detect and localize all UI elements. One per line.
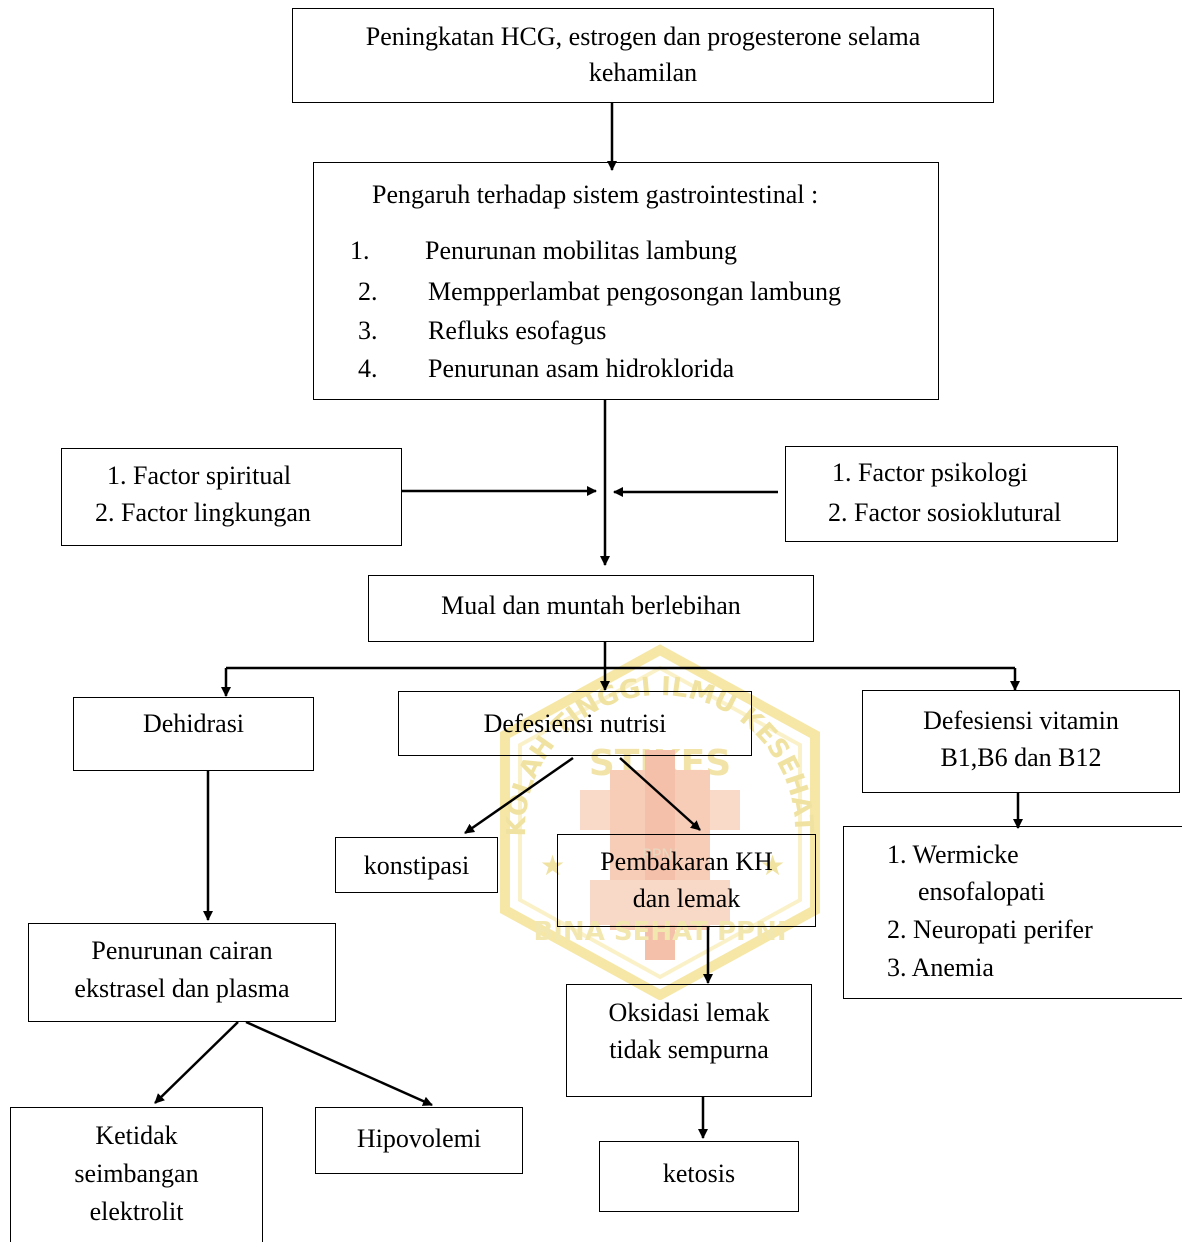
gastro-item-1-num: 1. (350, 236, 370, 265)
left-factors-box (61, 448, 402, 546)
mual-text: Mual dan muntah berlebihan (441, 591, 741, 620)
arrow-to-ketidak (154, 1021, 239, 1104)
ketosis-text: ketosis (662, 1159, 736, 1188)
hipovolemi-box (315, 1107, 523, 1174)
factor-psikologi: 1. Factor psikologi (832, 458, 1028, 487)
gastro-item-2-num: 2. (358, 277, 378, 306)
nutrisi-box (398, 691, 752, 756)
vit-effects-box (843, 826, 1182, 999)
pembakaran-line2: dan lemak (632, 884, 741, 913)
hormone-line1: Peningkatan HCG, estrogen dan progestero… (365, 22, 921, 51)
gastro-box (313, 162, 939, 400)
gastro-item-1: Penurunan mobilitas lambung (425, 236, 737, 265)
ketidak-line3: elektrolit (89, 1197, 184, 1226)
pembakaran-line1: Pembakaran KH (600, 847, 773, 876)
ketidak-box (10, 1107, 263, 1242)
vit-effect-2: 2. Neuropati perifer (887, 915, 1093, 944)
factor-sosioklutural: 2. Factor sosioklutural (828, 498, 1062, 527)
ketidak-line1: Ketidak (95, 1121, 178, 1150)
oksidasi-line1: Oksidasi lemak (608, 998, 770, 1027)
watermark-sub: PPNI (642, 845, 678, 864)
penurunan-box (28, 923, 336, 1022)
ketidak-line2: seimbangan (74, 1159, 199, 1188)
gastro-item-4: Penurunan asam hidroklorida (428, 354, 735, 383)
vitamin-line2: B1,B6 dan B12 (940, 743, 1102, 772)
right-factors-box (785, 446, 1118, 542)
ketosis-box (599, 1141, 799, 1212)
vit-effect-1a: 1. Wermicke (887, 840, 1019, 869)
nutrisi-text: Defesiensi nutrisi (483, 709, 667, 738)
vitamin-line1: Defesiensi vitamin (923, 706, 1119, 735)
vitamin-box (862, 690, 1180, 793)
arrow-to-pembakaran (619, 757, 701, 831)
hormone-line2: kehamilan (588, 58, 698, 87)
gastro-item-2: Mempperlambat pengosongan lambung (428, 277, 842, 306)
vit-effect-3: 3. Anemia (887, 953, 994, 982)
konstipasi-box (335, 837, 498, 893)
oksidasi-line2: tidak sempurna (609, 1035, 769, 1064)
watermark-bottom-text: BINA SEHAT PPNI (533, 917, 786, 947)
svg-text:★: ★ (760, 851, 785, 882)
penurunan-line2: ekstrasel dan plasma (74, 974, 290, 1003)
penurunan-line1: Penurunan cairan (91, 936, 273, 965)
gastro-title: Pengaruh terhadap sistem gastrointestina… (372, 180, 819, 209)
watermark-logo: SEKOLAH TINGGI ILMU KESEHATAN STIKES PPN… (470, 640, 820, 1000)
hormone-box (292, 8, 994, 103)
factor-spiritual: 1. Factor spiritual (107, 461, 292, 490)
gastro-item-3-num: 3. (358, 316, 378, 345)
dehidrasi-text: Dehidrasi (142, 709, 245, 738)
pembakaran-box (557, 834, 816, 927)
gastro-item-4-num: 4. (358, 354, 378, 383)
konstipasi-text: konstipasi (363, 851, 470, 880)
oksidasi-box (566, 984, 812, 1097)
gastro-item-3: Refluks esofagus (428, 316, 607, 345)
dehidrasi-box (73, 697, 314, 771)
arrow-to-konstipasi (464, 756, 574, 835)
hipovolemi-text: Hipovolemi (356, 1124, 482, 1153)
mual-box (368, 575, 814, 642)
factor-lingkungan: 2. Factor lingkungan (95, 498, 311, 527)
svg-text:★: ★ (540, 851, 565, 882)
vit-effect-1b: ensofalopati (918, 877, 1046, 906)
arrow-to-hipovolemi (245, 1020, 433, 1107)
